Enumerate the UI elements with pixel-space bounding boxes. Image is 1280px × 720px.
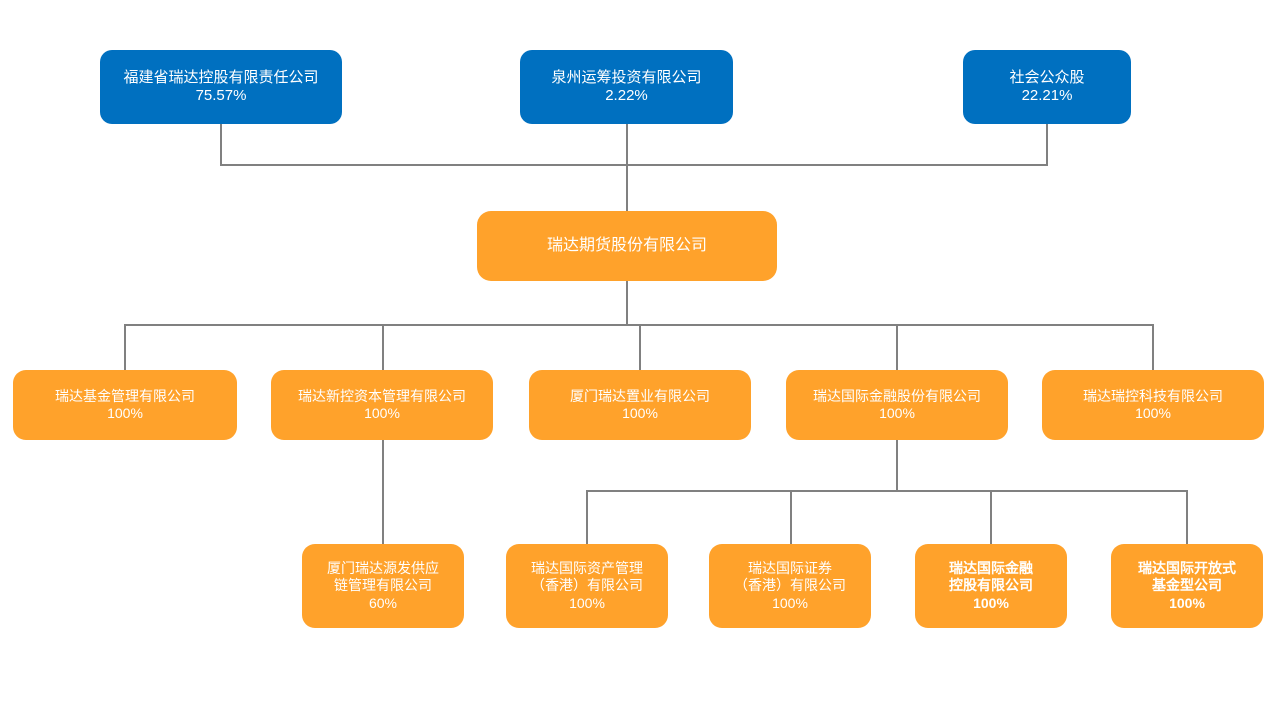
- connector-sh3-down: [1046, 124, 1048, 165]
- company-node-ruida-international-financial[interactable]: 瑞达国际金融股份有限公司 100%: [786, 370, 1008, 440]
- connector-bus-level3: [586, 490, 1186, 492]
- shareholder-node-quanzhou-yunchou[interactable]: 泉州运筹投资有限公司 2.22%: [520, 50, 733, 124]
- connector-bus-to-root: [626, 164, 628, 211]
- node-name: 福建省瑞达控股有限责任公司: [123, 68, 319, 86]
- connector-down-g3: [790, 490, 792, 544]
- node-name: 瑞达国际金融股份有限公司: [813, 387, 981, 404]
- node-name: 瑞达国际金融 控股有限公司: [949, 560, 1033, 594]
- node-percent: 100%: [772, 594, 808, 611]
- company-node-ruida-xinkong-capital[interactable]: 瑞达新控资本管理有限公司 100%: [271, 370, 493, 440]
- node-percent: 100%: [569, 594, 605, 611]
- node-name: 厦门瑞达置业有限公司: [570, 387, 710, 404]
- node-percent: 75.57%: [195, 87, 247, 104]
- node-name: 瑞达国际资产管理 （香港）有限公司: [531, 560, 643, 594]
- company-node-xiamen-ruidayuanfa-supply-chain[interactable]: 厦门瑞达源发供应 链管理有限公司 60%: [302, 544, 464, 628]
- connector-down-g4: [990, 490, 992, 544]
- shareholder-node-fujian-ruida-holding[interactable]: 福建省瑞达控股有限责任公司 75.57%: [100, 50, 342, 124]
- node-percent: 100%: [879, 405, 915, 421]
- company-node-ruida-futures[interactable]: 瑞达期货股份有限公司: [477, 211, 777, 281]
- company-node-ruida-intl-securities-hk[interactable]: 瑞达国际证券 （香港）有限公司 100%: [709, 544, 871, 628]
- company-node-ruida-intl-open-end-fund[interactable]: 瑞达国际开放式 基金型公司 100%: [1111, 544, 1263, 628]
- node-name: 瑞达国际开放式 基金型公司: [1138, 560, 1236, 594]
- node-name: 瑞达期货股份有限公司: [546, 237, 707, 255]
- company-node-ruida-intl-financial-holding[interactable]: 瑞达国际金融 控股有限公司 100%: [915, 544, 1067, 628]
- company-node-xiamen-ruida-real-estate[interactable]: 厦门瑞达置业有限公司 100%: [529, 370, 751, 440]
- node-percent: 100%: [622, 405, 658, 421]
- node-percent: 2.22%: [605, 87, 648, 104]
- node-name: 社会公众股: [1009, 68, 1085, 86]
- connector-sh2-down: [626, 124, 628, 165]
- node-percent: 60%: [368, 594, 398, 611]
- connector-down-s2: [382, 324, 384, 370]
- company-node-ruida-intl-asset-management-hk[interactable]: 瑞达国际资产管理 （香港）有限公司 100%: [506, 544, 668, 628]
- node-name: 瑞达国际证券 （香港）有限公司: [734, 560, 846, 594]
- connector-down-s5: [1152, 324, 1154, 370]
- connector-bus-level2: [124, 324, 1153, 326]
- node-name: 瑞达新控资本管理有限公司: [298, 387, 466, 404]
- connector-sh1-down: [220, 124, 222, 165]
- shareholder-node-public-shares[interactable]: 社会公众股 22.21%: [963, 50, 1131, 124]
- node-percent: 100%: [1169, 594, 1205, 611]
- connector-s4-down: [896, 440, 898, 491]
- node-percent: 100%: [973, 594, 1009, 611]
- connector-down-s3: [639, 324, 641, 370]
- node-name: 泉州运筹投资有限公司: [551, 68, 702, 86]
- company-node-ruida-fund-management[interactable]: 瑞达基金管理有限公司 100%: [13, 370, 237, 440]
- node-name: 厦门瑞达源发供应 链管理有限公司: [327, 560, 439, 594]
- connector-down-g2: [586, 490, 588, 544]
- node-percent: 100%: [364, 405, 400, 421]
- node-percent: 22.21%: [1021, 87, 1073, 104]
- node-percent: 100%: [1135, 405, 1171, 421]
- connector-down-g5: [1186, 490, 1188, 544]
- node-percent: 100%: [107, 405, 143, 421]
- connector-bus-level1: [220, 164, 1048, 166]
- connector-down-s4: [896, 324, 898, 370]
- company-node-ruida-ruikong-technology[interactable]: 瑞达瑞控科技有限公司 100%: [1042, 370, 1264, 440]
- node-name: 瑞达瑞控科技有限公司: [1083, 387, 1223, 404]
- node-name: 瑞达基金管理有限公司: [55, 387, 195, 404]
- connector-down-s1: [124, 324, 126, 370]
- connector-s2-to-g1: [382, 440, 384, 544]
- connector-root-down: [626, 281, 628, 325]
